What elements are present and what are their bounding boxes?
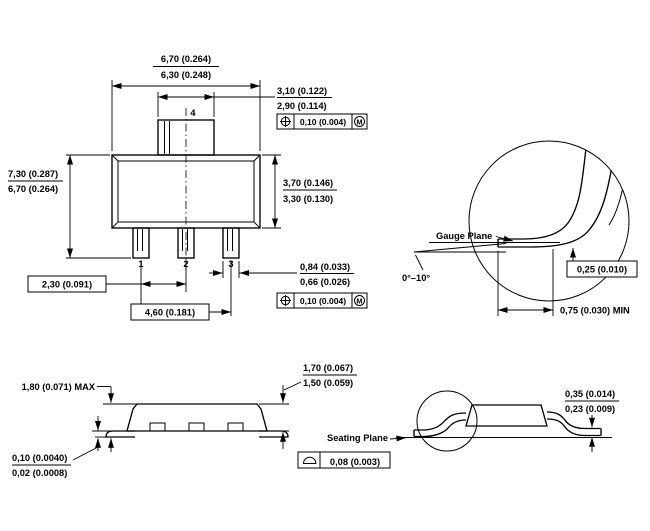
lead-width-min-text: 0,66 (0.026) [300,277,350,287]
dim-overall-thickness: 1,80 (0.071) MAX [22,382,139,452]
dim-body-thickness: 1,70 (0.067) 1,50 (0.059) [259,363,357,449]
body-thickness-max-text: 1,70 (0.067) [303,363,353,373]
gauge-offset-text: 0,25 (0.010) [577,265,627,275]
side-view: Seating Plane 0,35 (0.014) 0,23 (0.009) … [297,389,619,469]
dim-tab-width: 3,10 (0.122) 2,90 (0.114) [157,86,332,117]
overall-width-max-text: 6,70 (0.264) [161,54,211,64]
dim-gauge-offset: 0,25 (0.010) [566,248,638,278]
overall-thickness-text: 1,80 (0.071) MAX [22,382,96,392]
dim-standoff: 0,10 (0.0040) 0,02 (0.0008) [12,416,113,478]
fcf-lead-modifier-text: M [356,296,362,305]
pin-3 [222,227,240,259]
detail-circle [468,140,630,302]
pin-2 [177,227,195,259]
front-view: 1,80 (0.071) MAX 1,70 (0.067) 1,50 (0.05… [12,363,357,478]
seating-plane-callout: Seating Plane [327,433,407,443]
overall-width-min-text: 6,30 (0.248) [161,70,211,80]
overall-height-min-text: 6,70 (0.264) [8,184,58,194]
gauge-plane-callout: Gauge Plane [429,231,560,243]
tab-width-max-text: 3,10 (0.122) [277,86,327,96]
tab-width-min-text: 2,90 (0.114) [277,101,327,111]
side-right-lead [546,411,602,437]
fcf-tab-value-text: 0,10 (0.004) [300,117,346,127]
standoff-max-text: 0,10 (0.0040) [12,453,67,463]
foot-length-text: 0,75 (0.030) MIN [560,306,630,316]
flatness-symbol-icon [302,456,317,464]
lead-angle-text: 0°–10° [402,273,430,283]
body-height-min-text: 3,30 (0.130) [283,194,333,204]
dim-overall-height: 7,30 (0.287) 6,70 (0.264) [8,154,131,259]
dim-lead-angle: 0°–10° [402,243,507,283]
side-left-lead [413,412,467,438]
pin-1 [132,227,150,259]
body-height-max-text: 3,70 (0.146) [283,178,333,188]
position-symbol-icon [280,116,291,127]
side-body-outline [465,404,548,427]
gauge-plane-label: Gauge Plane [436,231,492,241]
pin4-label: 4 [190,108,196,118]
standoff-min-text: 0,02 (0.0008) [12,468,67,478]
dim-lead-pitch: 2,30 (0.091) [27,261,187,316]
lead-thickness-min-text: 0,23 (0.009) [565,404,615,414]
fcf-lead: 0,10 (0.004) M [276,292,368,309]
lead-span-text: 4,60 (0.181) [145,308,195,318]
fcf-seating-flatness: 0,08 (0.003) [297,451,391,469]
lead-pitch-text: 2,30 (0.091) [42,280,92,290]
mmc-modifier-icon: M [354,295,365,306]
dim-lead-thickness: 0,35 (0.014) 0,23 (0.009) [565,389,619,452]
detail-reference-circle [416,390,478,452]
mmc-modifier-icon: M [354,116,365,127]
dim-lead-width: 0,84 (0.033) 0,66 (0.026) [209,261,354,287]
front-lead-sections [149,422,244,432]
dim-overall-width: 6,70 (0.264) 6,30 (0.248) [111,54,261,151]
dim-lead-span: 4,60 (0.181) [130,261,232,321]
fcf-lead-value-text: 0,10 (0.004) [300,296,346,306]
lead-thickness-max-text: 0,35 (0.014) [565,389,615,399]
dim-body-height: 3,70 (0.146) 3,30 (0.130) [262,154,337,229]
position-symbol-icon [280,295,291,306]
lead-detail-view: Gauge Plane 0°–10° 0,25 (0.010) 0,75 (0.… [402,140,638,316]
body-thickness-min-text: 1,50 (0.059) [303,378,353,388]
fcf-tab: 0,10 (0.004) M [276,113,368,130]
seating-plane-label: Seating Plane [327,433,388,443]
lead-width-max-text: 0,84 (0.033) [300,262,350,272]
flatness-value-text: 0,08 (0.003) [330,457,380,467]
dim-foot-length: 0,75 (0.030) MIN [497,249,630,316]
fcf-tab-modifier-text: M [356,117,362,126]
overall-height-max-text: 7,30 (0.287) [8,169,58,179]
top-view: 4 1 2 3 6,70 (0.264) 6,30 (0.248) 3,10 (… [8,54,368,321]
